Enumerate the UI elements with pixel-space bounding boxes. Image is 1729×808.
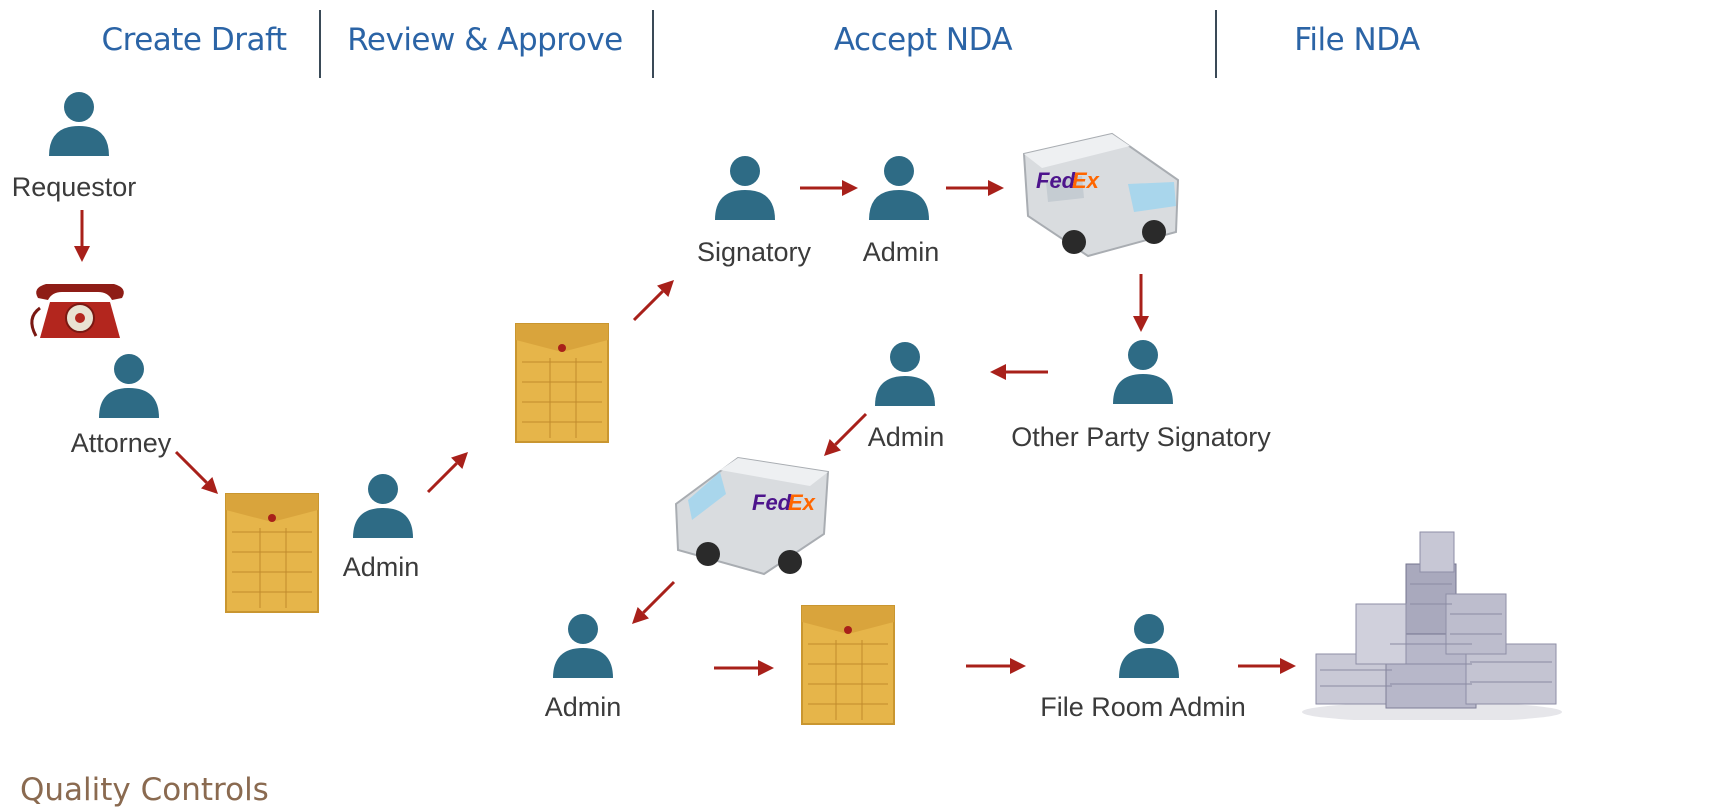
flow-arrow-head <box>1133 316 1149 332</box>
role-other-party-signatory: Other Party Signatory <box>1011 422 1271 452</box>
role-signatory: Signatory <box>696 237 812 267</box>
phase-divider <box>319 10 321 78</box>
flow-arrow-line <box>174 450 208 484</box>
flow-arrow-line <box>426 462 458 494</box>
flow-arrow-head <box>1280 658 1296 674</box>
flow-arrow-head <box>1010 658 1026 674</box>
phase-review-approve: Review & Approve <box>347 22 623 58</box>
envelope-icon <box>515 323 609 443</box>
fedex-truck-icon: Fed Ex <box>1022 132 1180 258</box>
fedex-truck-icon: Fed Ex <box>674 456 830 576</box>
fedex-logo-ex: Ex <box>788 490 816 515</box>
phase-divider <box>1215 10 1217 78</box>
admin-person-icon <box>869 156 929 220</box>
flow-arrow-head <box>657 280 674 297</box>
flow-arrow-line <box>642 580 676 614</box>
phase-file-nda: File NDA <box>1294 22 1420 58</box>
file-room-admin-person-icon <box>1119 614 1179 678</box>
flow-arrow-head <box>74 246 90 262</box>
phase-accept-nda: Accept NDA <box>833 22 1013 58</box>
other-party-signatory-person-icon <box>1113 340 1173 404</box>
flow-arrow-head <box>451 452 468 469</box>
role-admin-sign: Admin <box>862 237 940 267</box>
flow-arrow-head <box>758 660 774 676</box>
flow-arrow-head <box>201 477 218 494</box>
role-admin-receive: Admin <box>544 692 622 722</box>
quality-controls-heading: Quality Controls <box>20 772 269 808</box>
paper-pile-icon <box>1302 531 1562 720</box>
envelope-icon <box>801 605 895 725</box>
flow-arrow-line <box>632 290 664 322</box>
phase-create-draft: Create Draft <box>101 22 288 58</box>
flow-arrow-head <box>842 180 858 196</box>
fedex-logo-fed: Fed <box>1036 168 1076 193</box>
flow-arrow-head <box>632 607 649 624</box>
admin-person-icon <box>353 474 413 538</box>
flow-arrow-line <box>834 412 868 446</box>
signatory-person-icon <box>715 156 775 220</box>
phase-divider <box>652 10 654 78</box>
admin-person-icon <box>553 614 613 678</box>
role-attorney: Attorney <box>70 428 172 458</box>
fedex-logo-ex: Ex <box>1072 168 1100 193</box>
telephone-icon <box>30 284 124 338</box>
fedex-logo-fed: Fed <box>752 490 792 515</box>
role-admin-review: Admin <box>342 552 420 582</box>
flow-arrow-head <box>990 364 1006 380</box>
requestor-person-icon <box>49 92 109 156</box>
role-requestor: Requestor <box>11 172 137 202</box>
admin-person-icon <box>875 342 935 406</box>
flow-arrow-head <box>824 439 841 456</box>
envelope-icon <box>225 493 319 613</box>
role-admin-return: Admin <box>867 422 945 452</box>
attorney-person-icon <box>99 354 159 418</box>
role-file-room-admin: File Room Admin <box>1040 692 1246 722</box>
flow-arrow-head <box>988 180 1004 196</box>
